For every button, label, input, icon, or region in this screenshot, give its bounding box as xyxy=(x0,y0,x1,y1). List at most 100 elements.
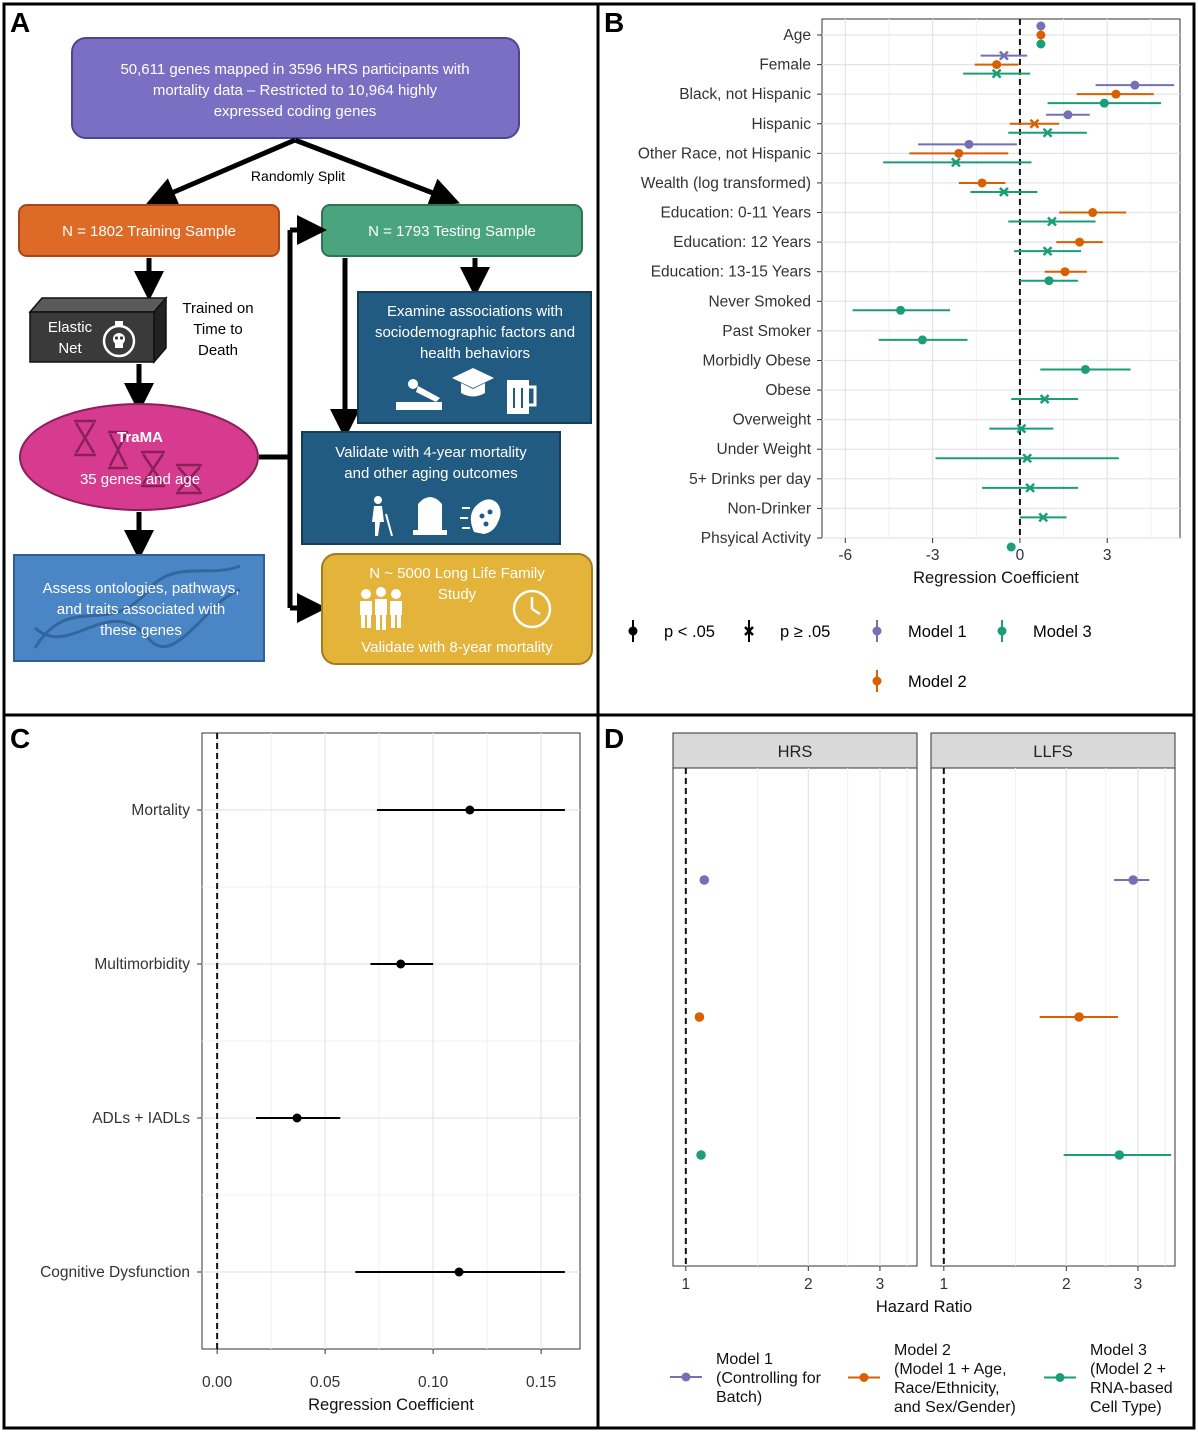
panel-d-llfs-x-tick-label: 2 xyxy=(1062,1276,1071,1293)
legend-d-model1-label-line: Batch) xyxy=(716,1389,762,1406)
legend-b-sig-swatch-point xyxy=(628,626,638,636)
panel-b-model-3-education-0-11-years-point xyxy=(1047,216,1057,227)
panel-c-adls-iadls-point xyxy=(292,1113,302,1123)
split-arrow-left xyxy=(146,137,296,206)
panel-b-model-3-past-smoker-point xyxy=(917,335,927,345)
panel-d-hrs-x-tick-label: 3 xyxy=(876,1276,885,1293)
panel-b-category-label-non-drinker: Non-Drinker xyxy=(727,500,811,517)
panel-b-category-label-5-drinks-per-day: 5+ Drinks per day xyxy=(689,471,811,488)
llfs-box-subtitle: Validate with 8-year mortality xyxy=(361,639,553,656)
panel-c-x-tick-label: 0.15 xyxy=(526,1374,556,1391)
panel-b-model-3-female-point xyxy=(991,68,1002,79)
panel-b-model-3-5-drinks-per-day-point xyxy=(1025,482,1035,493)
elastic-net-box-top xyxy=(28,297,168,313)
panel-b-model-1-other-race-not-hispanic-point xyxy=(964,139,974,149)
panel-d-x-axis-title: Hazard Ratio xyxy=(876,1298,972,1316)
panel-d-hrs-model-2-point xyxy=(694,1012,705,1022)
panel-b-model-3-obese-point xyxy=(1039,394,1050,404)
panel-b-model-1-age-point xyxy=(1036,21,1046,31)
legend-b-model2-swatch-point xyxy=(872,676,882,686)
hourglass-icon xyxy=(74,419,202,495)
panel-b-category-label-education-12-years: Education: 12 Years xyxy=(673,234,811,251)
panel-b-category-label-never-smoked: Never Smoked xyxy=(708,293,811,310)
stopwatch-skull-icon xyxy=(102,321,136,358)
panel-b-model-2-education-13-15-years-point xyxy=(1060,267,1070,277)
panel-b-model-2-education-0-11-years-point xyxy=(1088,208,1098,218)
legend-b-model3-label: Model 3 xyxy=(1033,623,1092,641)
panel-b-category-label-past-smoker: Past Smoker xyxy=(722,323,811,340)
panel-b-category-label-black-not-hispanic: Black, not Hispanic xyxy=(679,86,811,103)
panel-b-model-3-never-smoked-point xyxy=(896,305,906,315)
randomly-split-label: Randomly Split xyxy=(251,168,345,184)
genes-mapped-text: 50,611 genes mapped in 3596 HRS particip… xyxy=(120,61,469,120)
panel-b-model-3-phsyical-activity-point xyxy=(1006,542,1016,552)
panel-b-category-label-age: Age xyxy=(783,27,811,44)
panel-b-x-tick-label: 3 xyxy=(1103,547,1112,564)
panel-d-llfs-model-3-point xyxy=(1114,1150,1125,1160)
panel-b-model-2-wealth-log-transformed-point xyxy=(977,178,987,188)
legend-d-model2-label-line: Model 2 xyxy=(894,1342,951,1359)
legend-b-nonsig-label: p ≥ .05 xyxy=(780,623,830,641)
panel-c-category-label-cognitive-dysfunction: Cognitive Dysfunction xyxy=(40,1264,190,1281)
legend-b-model2-label: Model 2 xyxy=(908,673,967,691)
panel-b-model-3-overweight-point xyxy=(1016,423,1027,434)
clock-icon xyxy=(512,589,552,629)
legend-d-model3-swatch-point xyxy=(1055,1373,1065,1382)
panel-c-x-tick-label: 0.00 xyxy=(202,1374,233,1391)
legend-d-model2-label-line: and Sex/Gender) xyxy=(894,1399,1016,1416)
beer-mug-icon xyxy=(507,380,537,414)
legend-d-model3-label-line: Cell Type) xyxy=(1090,1399,1162,1416)
panel-d-hrs-strip xyxy=(672,732,918,769)
panel-b-model-3-age-point xyxy=(1036,39,1046,49)
llfs-box xyxy=(321,553,593,665)
panel-b-plot-area xyxy=(821,18,1181,539)
panel-label-b: B xyxy=(604,7,624,38)
legend-d-model2-swatch-point xyxy=(859,1373,869,1382)
examine-box xyxy=(357,291,592,424)
panel-c-category-label-multimorbidity: Multimorbidity xyxy=(94,956,190,973)
panel-c-x-tick-label: 0.05 xyxy=(310,1374,340,1391)
training-sample-text: N = 1802 Training Sample xyxy=(62,223,236,240)
panel-b-model-3-black-not-hispanic-point xyxy=(1099,98,1109,108)
panel-b-model-3-hispanic-point xyxy=(1042,127,1053,138)
panel-d-llfs-x-tick-label: 1 xyxy=(940,1276,949,1293)
panel-b-model-2-female-point xyxy=(992,60,1002,70)
panel-c-x-tick-label: 0.10 xyxy=(418,1374,449,1391)
panel-b-model-1-black-not-hispanic-point xyxy=(1130,80,1140,90)
panel-b-category-label-phsyical-activity: Phsyical Activity xyxy=(701,530,812,547)
panel-d-hrs-x-tick-label: 1 xyxy=(682,1276,691,1293)
panel-c-multimorbidity-point xyxy=(396,959,406,969)
panel-b-model-1-hispanic-point xyxy=(1063,110,1073,120)
panel-b-category-label-overweight: Overweight xyxy=(733,412,812,429)
panel-b-model-2-age-point xyxy=(1036,30,1046,40)
panel-b-category-label-education-13-15-years: Education: 13-15 Years xyxy=(651,264,812,281)
panel-d-llfs-x-tick-label: 3 xyxy=(1134,1276,1143,1293)
legend-d-model1-swatch-point xyxy=(681,1372,691,1382)
panel-b-model-2-other-race-not-hispanic-point xyxy=(954,148,964,158)
panel-b-model-3-education-12-years-point xyxy=(1042,246,1053,257)
panel-c-category-label-mortality: Mortality xyxy=(131,802,190,819)
assess-box xyxy=(13,554,265,662)
legend-b-model1-swatch-point xyxy=(872,626,882,636)
testing-sample-text: N = 1793 Testing Sample xyxy=(368,223,536,240)
panel-c-cognitive-dysfunction-point xyxy=(454,1267,464,1277)
panel-d-hrs-plot-area xyxy=(672,767,918,1267)
panel-b-category-label-wealth-log-transformed: Wealth (log transformed) xyxy=(641,175,811,192)
legend-b-nonsig-swatch-point xyxy=(744,626,754,636)
genes-mapped-box xyxy=(71,37,520,139)
panel-b-category-label-under-weight: Under Weight xyxy=(717,441,812,458)
panel-b-category-label-morbidly-obese: Morbidly Obese xyxy=(702,352,811,369)
panel-d-llfs-strip xyxy=(930,732,1176,769)
trama-ellipse xyxy=(19,403,259,511)
panel-d-llfs-model-2-point xyxy=(1074,1012,1084,1022)
panel-c-x-axis-title: Regression Coefficient xyxy=(308,1396,474,1414)
walker-person-icon xyxy=(372,496,393,537)
panel-d-hrs-model-1-point xyxy=(699,875,710,885)
panel-a-flowchart: 50,611 genes mapped in 3596 HRS particip… xyxy=(13,37,593,665)
panel-label-d: D xyxy=(604,723,624,754)
